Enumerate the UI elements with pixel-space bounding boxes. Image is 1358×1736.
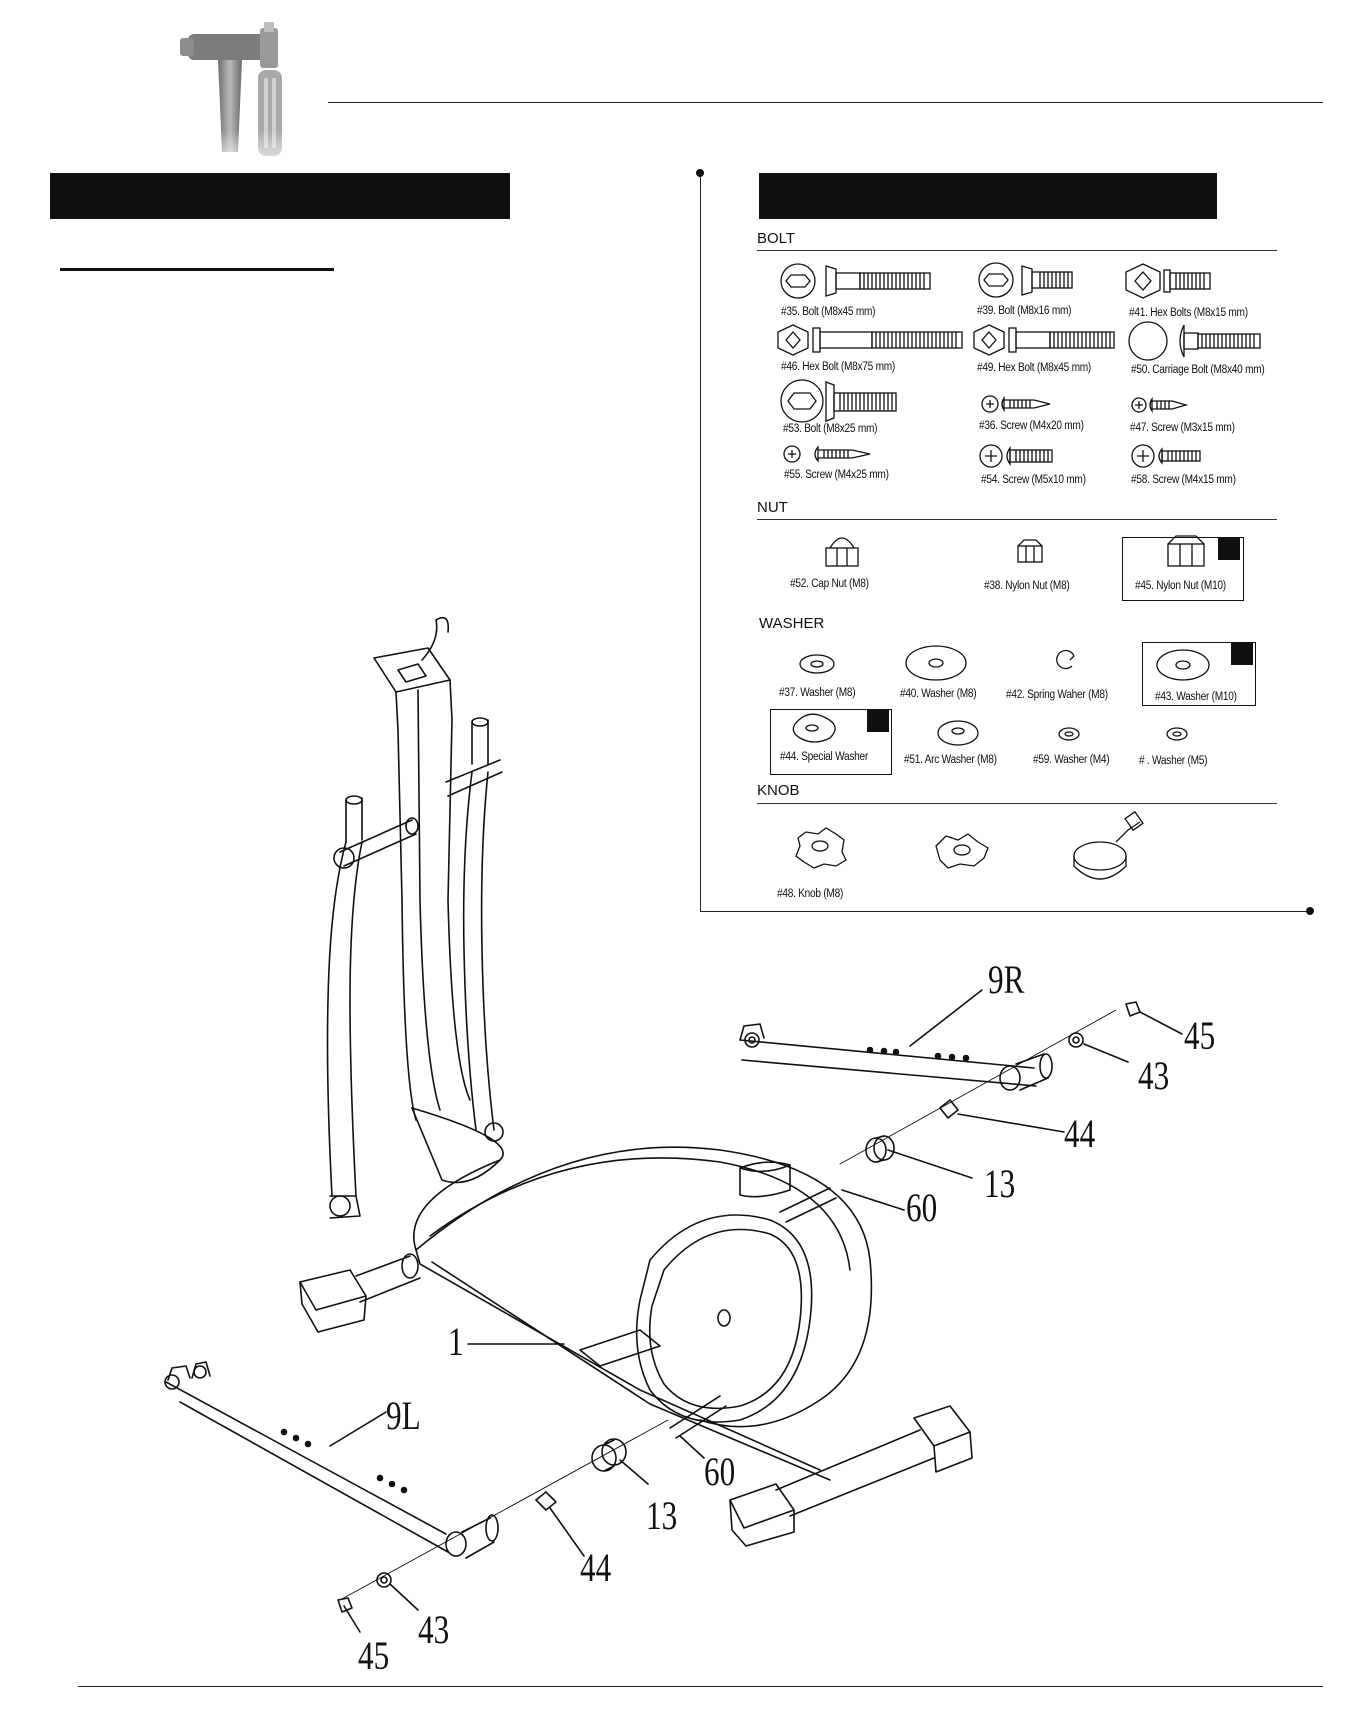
section-label-bolt: BOLT — [757, 230, 796, 247]
hardware-title-bar — [759, 173, 1217, 219]
callout-44-left: 44 — [580, 1545, 612, 1590]
header-rule — [328, 102, 1323, 103]
part-label-bolt-39: #39. Bolt (M8x16 mm) — [977, 305, 1072, 317]
washer-icon — [1166, 727, 1188, 741]
callout-60-left: 60 — [704, 1449, 736, 1494]
step-title-bar — [50, 173, 510, 219]
callout-1: 1 — [448, 1319, 464, 1364]
part-label-screw-58: #58. Screw (M4x15 mm) — [1131, 474, 1236, 486]
part-label-washer-37: #37. Washer (M8) — [779, 687, 856, 699]
highlight-marker-washer-44 — [867, 710, 889, 732]
phillips-screw-icon — [783, 445, 871, 463]
nylon-nut-icon — [1017, 539, 1043, 563]
section-label-knob: KNOB — [757, 782, 800, 799]
part-label-knob-48: #48. Knob (M8) — [777, 888, 844, 900]
hex-bolt-icon — [973, 324, 1115, 356]
part-label-bolt-35: #35. Bolt (M8x45 mm) — [781, 306, 876, 318]
spring-washer-icon — [1056, 649, 1075, 670]
section-label-washer: WASHER — [759, 615, 825, 632]
part-label-washer-59: #59. Washer (M4) — [1033, 754, 1110, 766]
section-rule-bolt — [757, 250, 1277, 251]
callout-60-right: 60 — [906, 1185, 938, 1230]
flat-head-hex-socket-bolt-icon — [978, 262, 1073, 298]
phillips-screw-icon — [981, 395, 1051, 413]
footer-rule — [78, 1686, 1323, 1687]
highlight-marker-nut-45 — [1218, 538, 1240, 560]
part-label-washer-40: #40. Washer (M8) — [900, 688, 977, 700]
callout-13-left: 13 — [646, 1493, 678, 1538]
tools-icon — [180, 22, 330, 174]
highlight-box-washer-43 — [1142, 642, 1256, 706]
part-label-nut-38: #38. Nylon Nut (M8) — [984, 580, 1070, 592]
part-label-screw-55: #55. Screw (M4x25 mm) — [784, 469, 889, 481]
section-rule-nut — [757, 519, 1277, 520]
flat-head-hex-socket-bolt-icon — [780, 379, 897, 423]
star-knob-icon — [795, 827, 847, 869]
callout-13-right: 13 — [984, 1161, 1016, 1206]
hardware-frame-bottom — [700, 911, 1310, 912]
part-label-bolt-49: #49. Hex Bolt (M8x45 mm) — [977, 362, 1092, 374]
highlight-marker-washer-43 — [1231, 643, 1253, 665]
frame-dot-bottom — [1306, 907, 1314, 915]
callout-45-right: 45 — [1184, 1013, 1216, 1058]
phillips-screw-icon — [1131, 396, 1189, 414]
callout-43-right: 43 — [1138, 1053, 1170, 1098]
callout-43-left: 43 — [418, 1607, 450, 1652]
callout-45-left: 45 — [358, 1633, 390, 1678]
part-label-screw-36: #36. Screw (M4x20 mm) — [979, 420, 1084, 432]
phillips-screw-icon — [1131, 444, 1201, 468]
washer-icon — [905, 645, 967, 681]
part-label-washer-m5: # . Washer (M5) — [1139, 755, 1208, 767]
callout-9l: 9L — [386, 1393, 421, 1438]
part-label-washer-44: #44. Special Washer — [780, 751, 868, 763]
hex-bolt-icon — [777, 324, 963, 356]
cap-nut-icon — [825, 537, 859, 567]
highlight-box-nut-45 — [1122, 537, 1244, 601]
part-label-bolt-46: #46. Hex Bolt (M8x75 mm) — [781, 361, 896, 373]
part-label-washer-43: #43. Washer (M10) — [1155, 691, 1237, 703]
part-label-bolt-41: #41. Hex Bolts (M8x15 mm) — [1129, 307, 1248, 319]
part-label-nut-52: #52. Cap Nut (M8) — [790, 578, 869, 590]
flat-head-hex-socket-bolt-icon — [780, 263, 931, 299]
highlight-box-washer-44 — [770, 709, 892, 775]
washer-icon — [1058, 727, 1080, 741]
part-label-bolt-50: #50. Carriage Bolt (M8x40 mm) — [1131, 364, 1265, 376]
part-label-washer-51: #51. Arc Washer (M8) — [904, 754, 997, 766]
part-label-washer-42: #42. Spring Waher (M8) — [1006, 689, 1108, 701]
section-rule-knob — [757, 803, 1277, 804]
hardware-frame-left — [700, 173, 701, 911]
callout-9r: 9R — [988, 957, 1025, 1002]
phillips-screw-icon — [979, 444, 1053, 468]
section-label-nut: NUT — [757, 499, 788, 516]
washer-icon — [799, 654, 835, 674]
star-knob-icon — [935, 833, 989, 869]
part-label-bolt-53: #53. Bolt (M8x25 mm) — [783, 423, 878, 435]
part-label-screw-47: #47. Screw (M3x15 mm) — [1130, 422, 1235, 434]
callout-44-right: 44 — [1064, 1111, 1096, 1156]
carriage-bolt-icon — [1128, 321, 1261, 361]
part-label-nut-45: #45. Nylon Nut (M10) — [1135, 580, 1226, 592]
part-label-screw-54: #54. Screw (M5x10 mm) — [981, 474, 1086, 486]
hex-bolt-icon — [1125, 263, 1211, 299]
tension-knob-icon — [1073, 810, 1144, 880]
arc-washer-icon — [937, 720, 979, 746]
step-subtitle-rule — [60, 268, 334, 271]
